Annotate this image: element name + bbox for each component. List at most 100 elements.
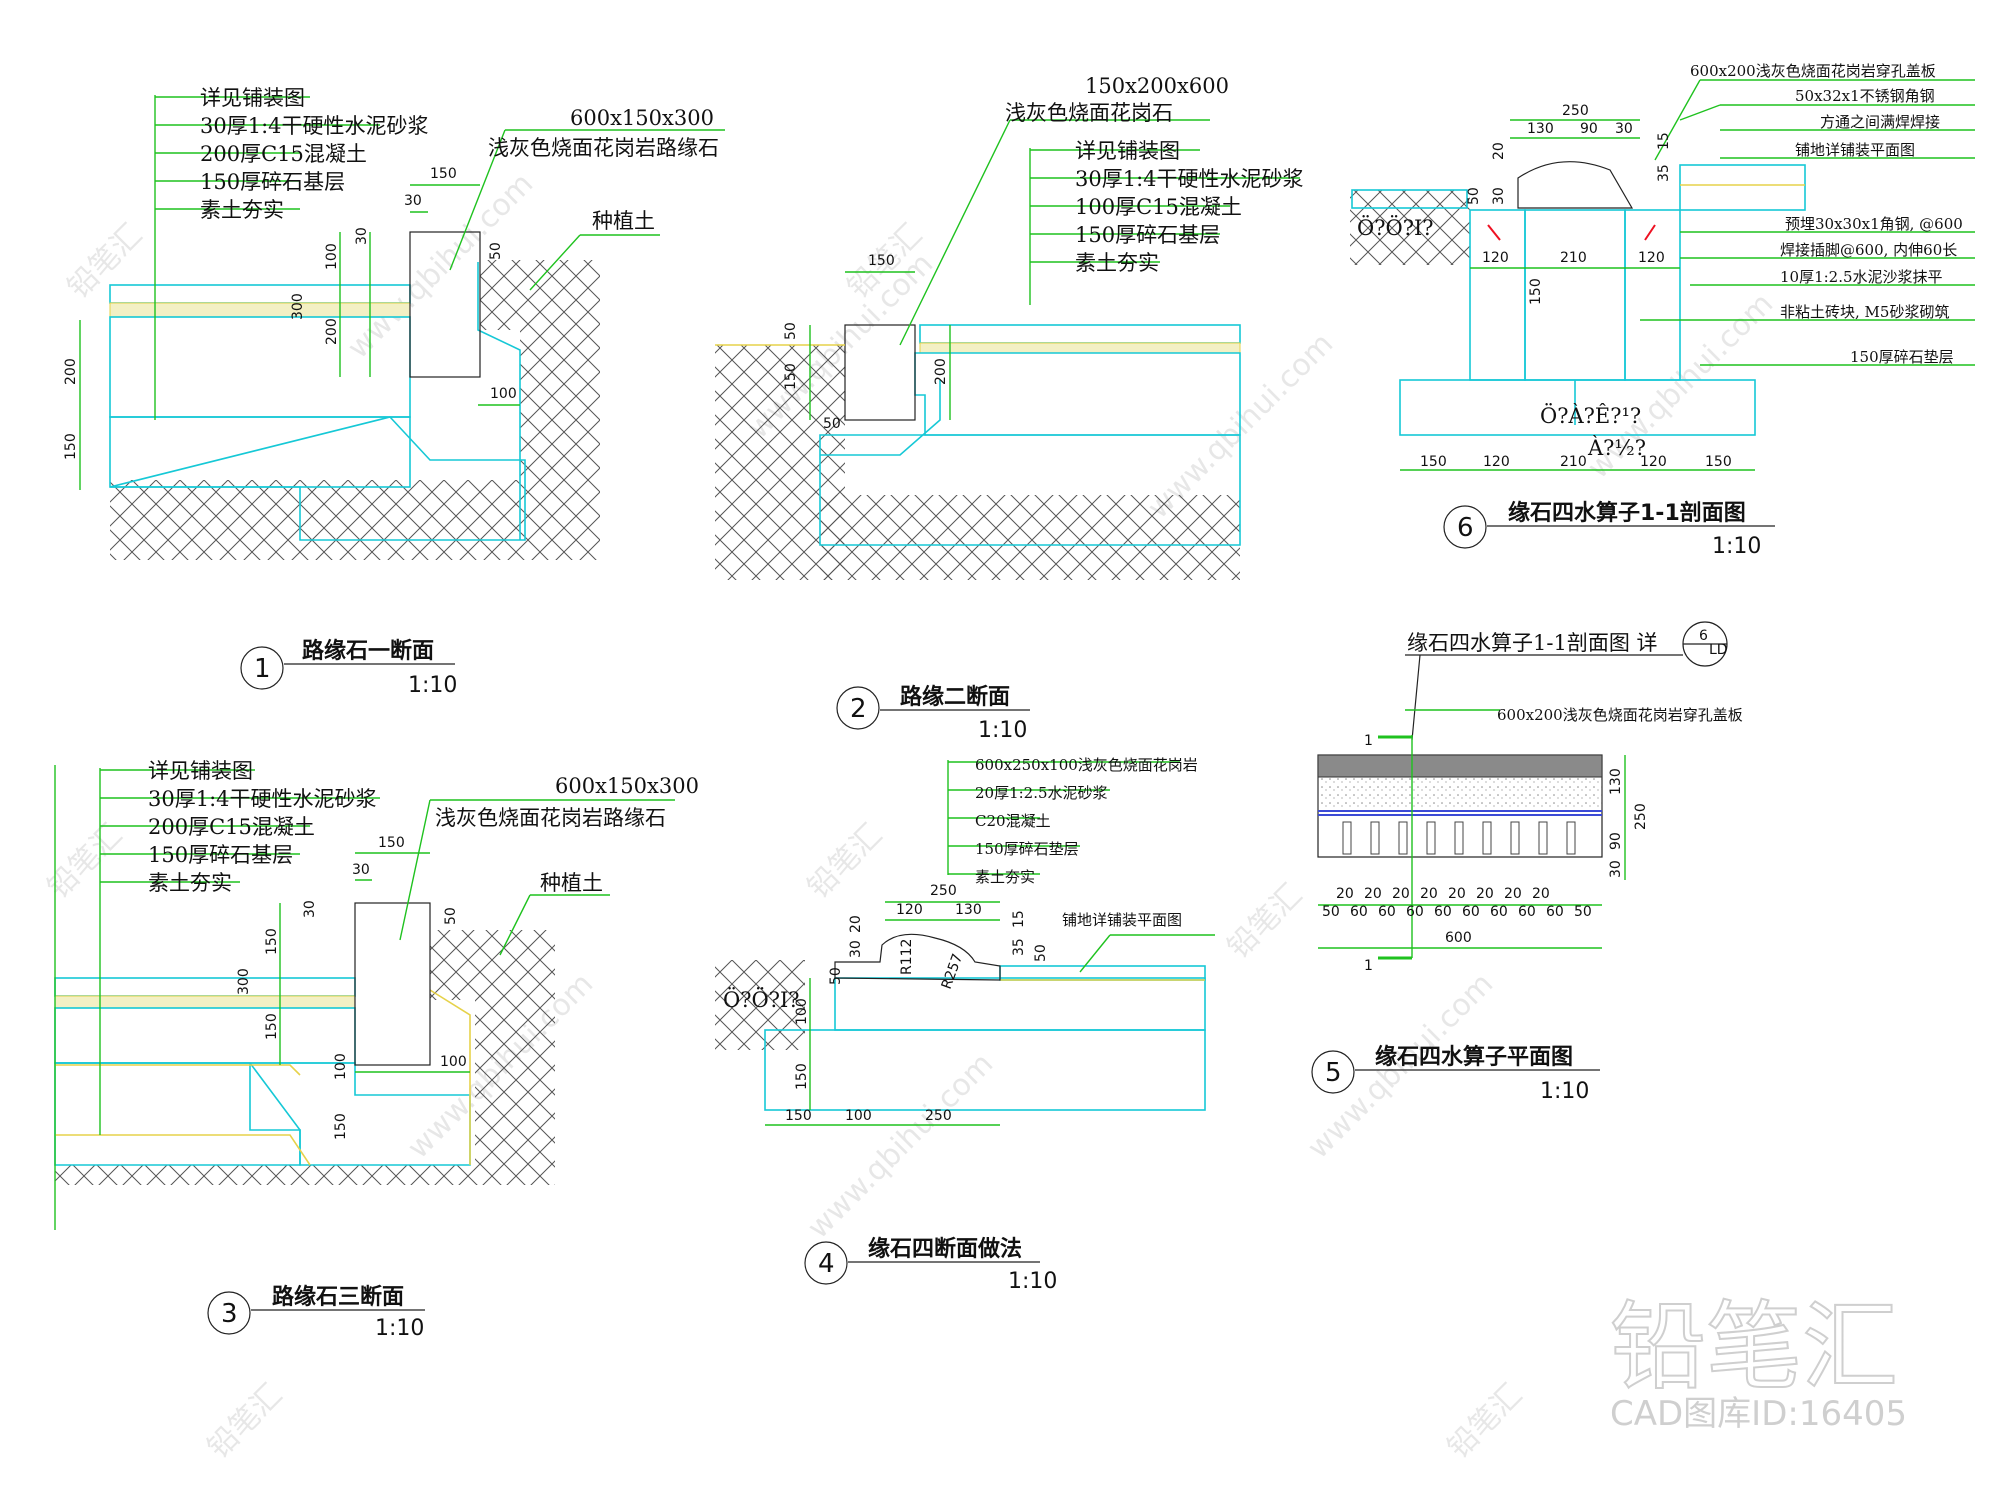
d6-dim-top: 90 xyxy=(1580,121,1598,137)
d3-dim: 50 xyxy=(443,907,459,925)
detail-1-curb-section: 详见铺装图 30厚1:4干硬性水泥砂浆 200厚C15混凝土 150厚碎石基层 … xyxy=(63,86,725,698)
d3-dim: 100 xyxy=(333,1053,349,1080)
d1-dim: 150 xyxy=(430,166,457,182)
d4-scale: 1:10 xyxy=(1008,1269,1057,1294)
d4-callout-4: 150厚碎石垫层 xyxy=(975,840,1079,858)
watermark-brand: 铅笔汇 xyxy=(201,1377,289,1465)
watermark-brand: 铅笔汇 xyxy=(801,817,889,905)
d1-number: 1 xyxy=(254,654,271,684)
d3-callout-3: 200厚C15混凝土 xyxy=(148,815,315,839)
d5-dim-right: 90 xyxy=(1608,832,1624,850)
d1-dim: 30 xyxy=(354,227,370,245)
d1-dim: 100 xyxy=(324,243,340,270)
d4-dim: 50 xyxy=(1033,944,1049,962)
d6-dim-mid: 150 xyxy=(1528,278,1544,305)
d6-dim-top: 30 xyxy=(1491,187,1507,205)
d5-dim-bottom: 50 xyxy=(1574,904,1592,920)
d5-dim-right: 130 xyxy=(1608,768,1624,795)
d6-number-circle xyxy=(1443,505,1487,549)
d4-dim: 100 xyxy=(845,1108,872,1124)
d6-callout-3: 方通之间满焊焊接 xyxy=(1820,113,1940,131)
d6-title: 缘石四水算子1-1剖面图 xyxy=(1508,500,1746,526)
d1-dim: 50 xyxy=(488,242,504,260)
d5-ref-tag-bottom: LD xyxy=(1709,642,1728,658)
d4-dim: R257 xyxy=(939,952,967,992)
d6-callout-5: 预埋30x30x1角钢, @600 xyxy=(1785,215,1963,233)
watermarks: www.qbihui.com www.qbihui.com www.qbihui… xyxy=(41,166,1907,1465)
d2-curb-size: 150x200x600 xyxy=(1085,74,1229,98)
d4-number: 4 xyxy=(818,1249,835,1279)
d6-dim-top: 20 xyxy=(1491,142,1507,160)
d3-dim: 30 xyxy=(302,900,318,918)
d5-slots xyxy=(1342,821,1576,855)
d4-title: 缘石四断面做法 xyxy=(868,1236,1022,1262)
d3-curb-size: 600x150x300 xyxy=(555,774,699,798)
d5-dim-bottom: 60 xyxy=(1518,904,1536,920)
d1-callout-5: 素土夯实 xyxy=(200,198,284,222)
d5-section-mark: 1 xyxy=(1364,733,1373,749)
d5-cover-note: 600x200浅灰色烧面花岗岩穿孔盖板 xyxy=(1497,706,1743,724)
detail-4-curb-section: 600x250x100浅灰色烧面花岗岩 20厚1:2.5水泥砂浆 C20混凝土 … xyxy=(715,756,1215,1294)
d3-dim: 30 xyxy=(352,862,370,878)
d1-dim: 200 xyxy=(324,318,340,345)
d2-dim: 150 xyxy=(868,253,895,269)
d3-dim: 100 xyxy=(440,1054,467,1070)
d3-title: 路缘石三断面 xyxy=(272,1284,404,1310)
detail-6-grate-section: 600x200浅灰色烧面花岗岩穿孔盖板 50x32x1不锈钢角钢 方通之间满焊焊… xyxy=(1350,62,1975,559)
d3-dim: 150 xyxy=(264,928,280,955)
d6-callout-6: 焊接插脚@600, 内伸60长 xyxy=(1780,241,1957,259)
d4-callout-1: 600x250x100浅灰色烧面花岗岩 xyxy=(975,756,1198,774)
d2-dim: 50 xyxy=(823,416,841,432)
d3-curb-name: 浅灰色烧面花岗岩路缘石 xyxy=(435,806,666,830)
d1-dim: 200 xyxy=(63,358,79,385)
d4-dim: 100 xyxy=(794,998,810,1025)
d2-dim: 200 xyxy=(933,358,949,385)
d1-soil-label: 种植土 xyxy=(592,209,655,233)
d6-dim-top: 250 xyxy=(1562,103,1589,119)
d5-ref-tag-top: 6 xyxy=(1699,628,1708,644)
d5-dim-bottom: 20 xyxy=(1532,886,1550,902)
d5-dim-bottom: 60 xyxy=(1350,904,1368,920)
d5-dim-bottom: 20 xyxy=(1504,886,1522,902)
d4-dim: 150 xyxy=(785,1108,812,1124)
d3-callout-4: 150厚碎石基层 xyxy=(148,843,293,867)
watermark-url: www.qbihui.com xyxy=(801,1046,1000,1245)
d5-scale: 1:10 xyxy=(1540,1079,1589,1104)
d2-number: 2 xyxy=(850,694,867,724)
d6-dim-bottom: 150 xyxy=(1420,454,1447,470)
d5-dim-bottom: 20 xyxy=(1364,886,1382,902)
d3-number-circle xyxy=(207,1291,251,1335)
corner-logo: 铅笔汇 xyxy=(1610,1291,1898,1403)
d6-dim-bottom: 150 xyxy=(1705,454,1732,470)
d5-title: 缘石四水算子平面图 xyxy=(1375,1044,1573,1070)
d1-number-circle xyxy=(240,646,284,690)
d1-dim: 300 xyxy=(290,293,306,320)
d1-dim: 150 xyxy=(63,433,79,460)
d5-dim-bottom: 20 xyxy=(1448,886,1466,902)
d1-scale: 1:10 xyxy=(408,673,457,698)
d6-dim-bottom: 210 xyxy=(1560,454,1587,470)
corner-id: CAD图库ID:16405 xyxy=(1610,1394,1907,1434)
d4-dim: 20 xyxy=(848,915,864,933)
d5-number: 5 xyxy=(1325,1058,1342,1088)
d6-dim-top: 130 xyxy=(1527,121,1554,137)
d5-dim-total: 600 xyxy=(1445,930,1472,946)
d3-callout-2: 30厚1:4干硬性水泥砂浆 xyxy=(148,787,377,811)
d3-scale: 1:10 xyxy=(375,1316,424,1341)
d5-dim-bottom: 60 xyxy=(1434,904,1452,920)
d6-garbled-bottom: À?½? xyxy=(1587,436,1646,460)
d6-number: 6 xyxy=(1457,513,1474,543)
d3-callout-1: 详见铺装图 xyxy=(148,759,253,783)
d6-dim-mid: 210 xyxy=(1560,250,1587,266)
d4-dim: 50 xyxy=(828,967,844,985)
d2-dim: 150 xyxy=(783,363,799,390)
d6-dim-bottom: 120 xyxy=(1483,454,1510,470)
watermark-brand: 铅笔汇 xyxy=(41,817,129,905)
d5-dim-bottom: 60 xyxy=(1546,904,1564,920)
d3-dim: 150 xyxy=(333,1113,349,1140)
d6-garbled-left: Ö?Ö?I? xyxy=(1357,215,1434,240)
d4-dim: 15 xyxy=(1011,910,1027,928)
d2-scale: 1:10 xyxy=(978,718,1027,743)
d4-callout-5: 素土夯实 xyxy=(975,868,1035,886)
